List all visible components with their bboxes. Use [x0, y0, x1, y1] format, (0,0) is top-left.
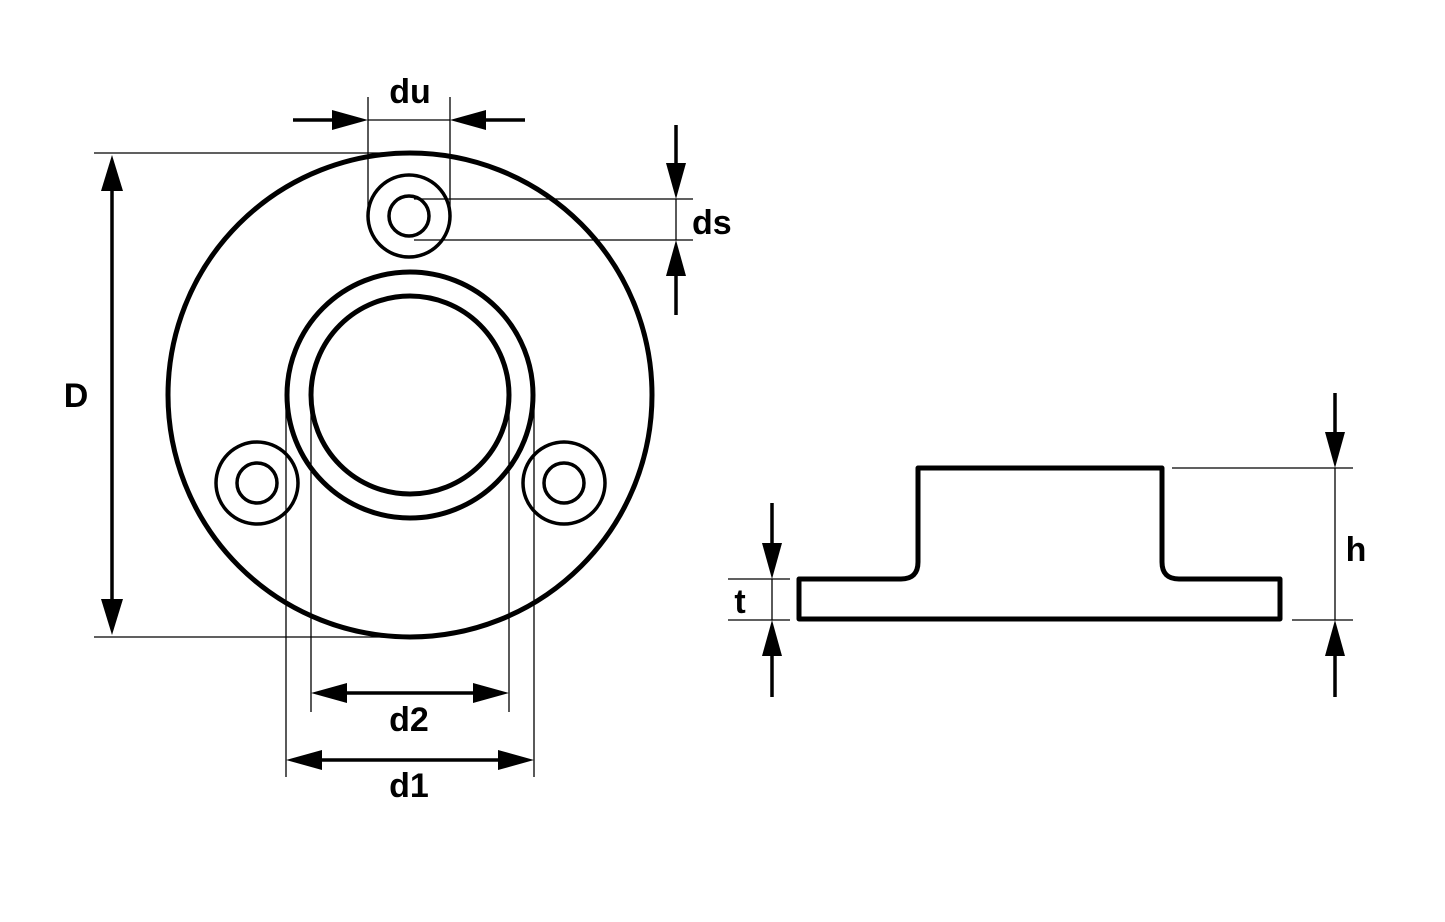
label-du: du: [389, 73, 431, 111]
collar-outer-circle: [284, 269, 536, 521]
label-h: h: [1346, 531, 1367, 569]
bore-circle: [308, 293, 512, 497]
dimension-du: du: [293, 73, 525, 216]
left-hole-inner: [235, 461, 279, 505]
left-hole-outer: [214, 440, 300, 526]
dimension-h: h: [1172, 393, 1366, 697]
label-D: D: [64, 377, 89, 415]
flange-side-view: [796, 465, 1283, 622]
right-hole-inner: [542, 461, 586, 505]
top-hole-inner: [387, 194, 431, 238]
dimension-D: D: [64, 152, 410, 638]
flange-outer-circle: [165, 150, 655, 640]
flange-side-profile: [796, 465, 1283, 622]
label-d2: d2: [389, 701, 429, 739]
label-t: t: [734, 583, 745, 621]
dimension-ds: ds: [414, 125, 732, 315]
right-hole-outer: [521, 440, 607, 526]
dimension-d1: d1: [285, 395, 535, 805]
dimension-d2: d2: [310, 395, 510, 739]
flange-front-view: [165, 150, 655, 640]
dimension-t: t: [728, 503, 790, 697]
top-hole-outer: [366, 173, 452, 259]
label-ds: ds: [692, 204, 732, 242]
label-d1: d1: [389, 767, 429, 805]
